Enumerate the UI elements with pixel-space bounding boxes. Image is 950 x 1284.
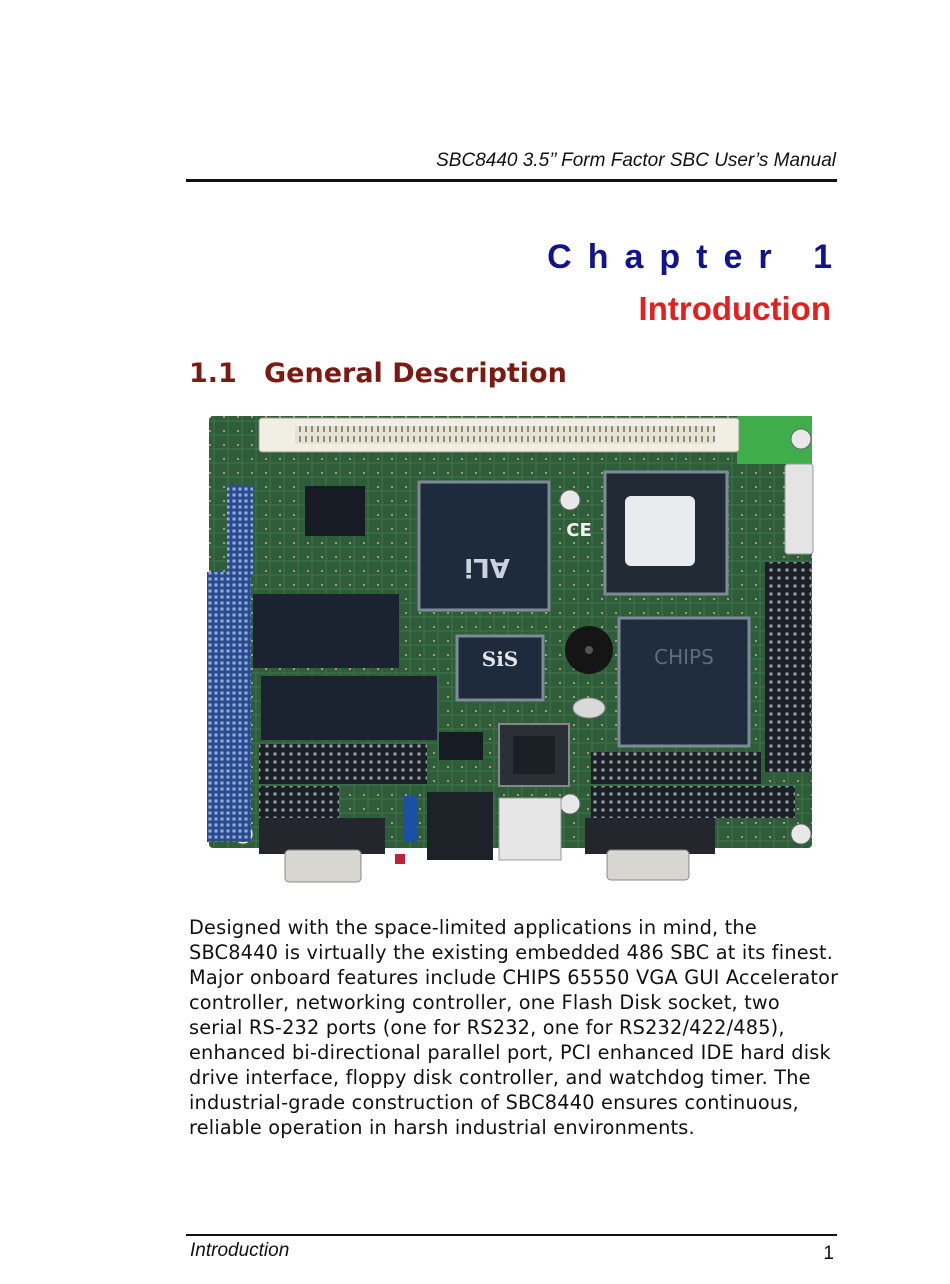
header-rule [186, 179, 837, 182]
chapter-title: Introduction [638, 290, 831, 327]
mount-hole [559, 489, 581, 511]
floppy-header [259, 744, 427, 784]
mount-hole [559, 793, 581, 815]
mount-hole [790, 428, 812, 450]
bios-chip [261, 676, 437, 740]
chip-ali-text: ALi [464, 552, 510, 582]
section-number: 1.1 [189, 358, 237, 389]
mount-hole [790, 823, 812, 845]
ce-mark: CE [566, 520, 592, 541]
crystal [572, 697, 606, 719]
power-connector [784, 463, 814, 555]
chip-sis [455, 634, 545, 702]
board-photo: ALi CHIPS SiS CE [207, 416, 814, 883]
lpt-header [259, 786, 339, 820]
footer-title: Introduction [190, 1240, 290, 1261]
section-heading: 1.1 General Description [189, 358, 567, 389]
com2-connector [585, 818, 715, 854]
chapter-label: Chapter 1 [547, 238, 848, 276]
chip-ali [417, 480, 551, 612]
plcc-socket [498, 723, 570, 787]
running-header-title: SBC8440 3.5’’ Form Factor SBC User’s Man… [436, 150, 836, 171]
page-number: 1 [823, 1243, 834, 1264]
footer-rule [186, 1234, 837, 1236]
chip-chips-text: CHIPS [654, 645, 714, 669]
section-title: General Description [264, 358, 567, 389]
chip-sis-text: SiS [482, 647, 518, 671]
ide-header [765, 562, 811, 772]
flash-chip [253, 594, 399, 668]
com1-connector [259, 818, 385, 854]
rj45-connector [427, 792, 493, 860]
com-header [591, 752, 761, 784]
body-paragraph: Designed with the space-limited applicat… [189, 916, 839, 1139]
pc104-header [207, 572, 251, 842]
chip-chips [617, 616, 751, 748]
